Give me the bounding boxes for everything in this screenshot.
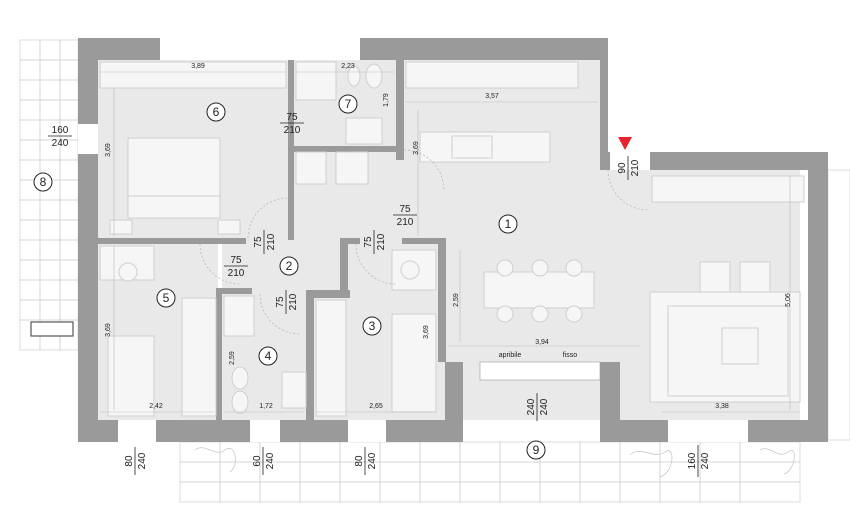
- svg-text:75: 75: [230, 255, 242, 266]
- window-apribile-label: apribile: [499, 352, 522, 359]
- dim-room6-height: 3,69: [105, 143, 112, 157]
- window-label-living: 240 240: [526, 393, 550, 421]
- plant-icon: [759, 448, 795, 475]
- svg-text:210: 210: [288, 293, 299, 310]
- terrace-8-grid: [19, 39, 79, 351]
- room-label-1: 1: [505, 217, 512, 231]
- svg-text:210: 210: [630, 159, 641, 176]
- svg-text:60: 60: [252, 455, 263, 467]
- dim-room4-width: 1,72: [259, 403, 273, 410]
- plant-icon: [194, 447, 236, 473]
- dim-room3-height: 3,69: [423, 325, 430, 339]
- dim-room5-height: 3,69: [105, 323, 112, 337]
- bed-3: [391, 313, 437, 413]
- svg-text:240: 240: [700, 452, 711, 469]
- svg-text:240: 240: [137, 452, 148, 469]
- room-label-5: 5: [163, 291, 170, 305]
- dimension-labels: 3,89 2,23 1,79 3,57 3,69 3,69 2,59 3,94 …: [105, 63, 792, 410]
- dim-living-width: 3,94: [535, 339, 549, 346]
- room-label-3: 3: [369, 319, 376, 333]
- dimension-lines: [100, 71, 800, 413]
- svg-text:240: 240: [539, 398, 550, 415]
- dim-kitchen-height: 3,69: [413, 141, 420, 155]
- svg-text:240: 240: [526, 398, 537, 415]
- wardrobe-3: [315, 299, 347, 417]
- right-terrace-grid: [827, 169, 850, 441]
- svg-text:75: 75: [275, 296, 286, 308]
- window-label-right: 160 240: [687, 445, 711, 477]
- svg-text:240: 240: [367, 452, 378, 469]
- dim-living-bottom-width: 3,38: [715, 403, 729, 410]
- room-label-2: 2: [286, 259, 293, 273]
- wardrobe-6: [99, 61, 287, 89]
- sink-4: [281, 371, 307, 409]
- dim-room7-height: 1,79: [383, 93, 390, 107]
- sink-7: [345, 117, 383, 145]
- terrace-9-grid: [179, 441, 801, 503]
- toilet-7: [365, 63, 383, 89]
- svg-text:240: 240: [52, 138, 69, 149]
- svg-text:80: 80: [354, 455, 365, 467]
- dim-room5-width: 2,42: [149, 403, 163, 410]
- coffee-table: [721, 327, 759, 365]
- dim-living-height: 2,59: [453, 293, 460, 307]
- room-label-6: 6: [213, 105, 220, 119]
- dim-room3-width: 2,65: [369, 403, 383, 410]
- dim-room4-height: 2,59: [229, 351, 236, 365]
- shower-4: [223, 295, 255, 337]
- toilet-4: [231, 390, 249, 414]
- dim-room7-width: 2,23: [341, 63, 355, 70]
- door-label-d: 75 210: [253, 230, 277, 254]
- bed-5: [107, 335, 155, 417]
- window-fisso-label: fisso: [563, 352, 578, 359]
- svg-text:75: 75: [399, 204, 411, 215]
- svg-text:210: 210: [376, 233, 387, 250]
- svg-text:75: 75: [363, 236, 374, 248]
- dim-kitchen-width: 3,57: [485, 93, 499, 100]
- svg-text:240: 240: [265, 452, 276, 469]
- entrance-label: 90 210: [617, 156, 641, 180]
- room-label-8: 8: [40, 175, 47, 189]
- room-label-7: 7: [345, 97, 352, 111]
- svg-text:80: 80: [124, 455, 135, 467]
- svg-text:160: 160: [52, 125, 69, 136]
- window-label-b3: 80 240: [354, 447, 378, 475]
- door-label-b: 75 210: [393, 204, 417, 228]
- window-label-b5: 80 240: [124, 447, 148, 475]
- svg-text:210: 210: [284, 125, 301, 136]
- svg-text:210: 210: [266, 233, 277, 250]
- terrace-bench: [30, 321, 74, 337]
- door-label-a: 75 210: [280, 112, 304, 136]
- tv-cabinet: [651, 175, 805, 203]
- svg-text:75: 75: [253, 236, 264, 248]
- svg-text:210: 210: [397, 217, 414, 228]
- window-label-b4: 60 240: [252, 447, 276, 475]
- entrance-marker-icon: [618, 137, 632, 150]
- opening-labels: 75 210 75 210 75 210 75 210 75 210: [48, 112, 711, 477]
- dining-table: [483, 271, 595, 309]
- door-label-f: 75 210: [275, 290, 299, 314]
- dim-living-right-height: 5,06: [785, 293, 792, 307]
- shower-7: [295, 61, 337, 101]
- door-label-e: 75 210: [363, 230, 387, 254]
- door-label-c: 75 210: [224, 255, 248, 279]
- plant-icon: [629, 450, 673, 478]
- room-label-4: 4: [265, 349, 272, 363]
- room-labels: 6 7 1 2 5 3 4 8 9: [33, 94, 546, 460]
- svg-text:160: 160: [687, 452, 698, 469]
- kitchen-counter: [405, 61, 579, 89]
- dim-room6-width: 3,89: [191, 63, 205, 70]
- svg-text:90: 90: [617, 162, 628, 174]
- window-label-left: 160 240: [48, 125, 72, 149]
- wardrobe-5: [181, 297, 217, 417]
- furniture: [99, 61, 805, 417]
- window-openings: [78, 38, 748, 442]
- svg-text:75: 75: [286, 112, 298, 123]
- room-label-9: 9: [533, 443, 540, 457]
- svg-text:210: 210: [228, 268, 245, 279]
